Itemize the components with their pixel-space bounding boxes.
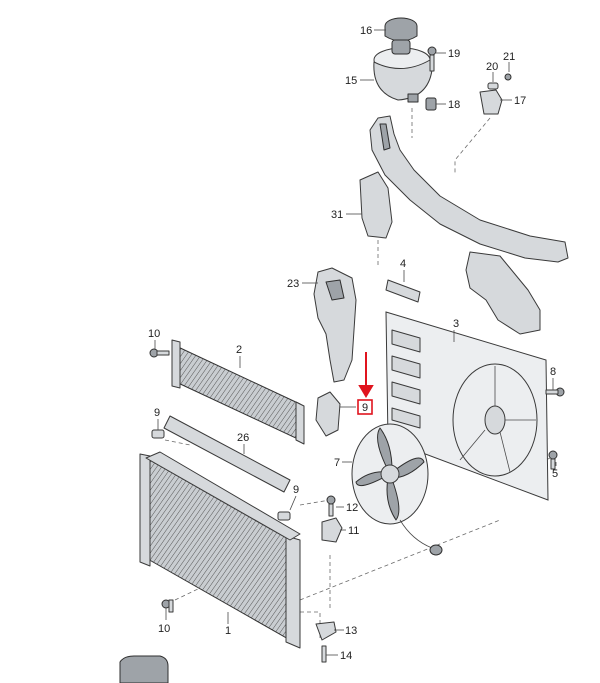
bolt-12 <box>326 495 336 517</box>
callout-18: 18 <box>448 99 460 111</box>
callout-11: 11 <box>348 525 359 537</box>
callout-23: 23 <box>287 278 299 290</box>
bolt-10-upper <box>149 348 170 358</box>
grommet-18 <box>425 97 437 111</box>
fan-7 <box>351 423 443 556</box>
seal-strip-26 <box>163 415 291 493</box>
bolt-14 <box>321 645 327 663</box>
callout-13: 13 <box>345 625 357 637</box>
coolant-expansion-tank <box>373 39 433 103</box>
callout-14: 14 <box>340 650 352 662</box>
seal-strip-4 <box>385 279 421 303</box>
bolt-8 <box>545 387 565 397</box>
callout-3: 3 <box>453 318 459 330</box>
highlight-arrowhead <box>358 385 374 398</box>
bracket-11 <box>321 517 343 543</box>
bracket-13 <box>315 621 337 641</box>
callout-9-lower: 9 <box>293 484 299 496</box>
lock-carrier-31 <box>359 115 569 335</box>
callout-9-upper: 9 <box>154 407 160 419</box>
reservoir-cap <box>384 17 418 42</box>
callout-7: 7 <box>334 457 340 469</box>
callout-1: 1 <box>225 625 231 637</box>
callout-2: 2 <box>236 344 242 356</box>
callout-20: 20 <box>486 61 498 73</box>
callout-17: 17 <box>514 95 526 107</box>
main-radiator-1 <box>139 451 301 649</box>
bolt-5 <box>548 450 558 470</box>
bolt-19 <box>427 46 437 72</box>
clip-9-left <box>151 429 165 439</box>
fan-shroud-3 <box>385 311 549 501</box>
callout-8: 8 <box>550 366 556 378</box>
callout-labels: 16 19 21 20 15 17 18 31 4 23 3 10 2 8 9 … <box>148 25 558 662</box>
callout-10-upper: 10 <box>148 328 160 340</box>
leader-lines <box>154 29 557 656</box>
highlight-box <box>357 399 373 415</box>
screw-21 <box>504 73 512 81</box>
bracket-17 <box>479 89 503 115</box>
callout-26: 26 <box>237 432 249 444</box>
highlight-marker: 9 <box>340 352 374 415</box>
callout-10-lower: 10 <box>158 623 170 635</box>
highlight-label: 9 <box>362 402 368 414</box>
callout-31: 31 <box>331 209 343 221</box>
duct-adapter <box>315 391 341 437</box>
bolt-10-lower <box>161 599 174 613</box>
clip-20 <box>487 82 499 90</box>
callout-16: 16 <box>360 25 372 37</box>
callout-15: 15 <box>345 75 357 87</box>
callout-4: 4 <box>400 258 406 270</box>
auxiliary-radiator-2 <box>171 339 305 445</box>
callout-19: 19 <box>448 48 460 60</box>
callout-21: 21 <box>503 51 515 63</box>
callout-5: 5 <box>552 468 558 480</box>
coolant-bottle <box>119 655 169 683</box>
callout-12: 12 <box>346 502 358 514</box>
air-duct-23 <box>313 267 357 383</box>
clip-9-right <box>277 511 291 521</box>
